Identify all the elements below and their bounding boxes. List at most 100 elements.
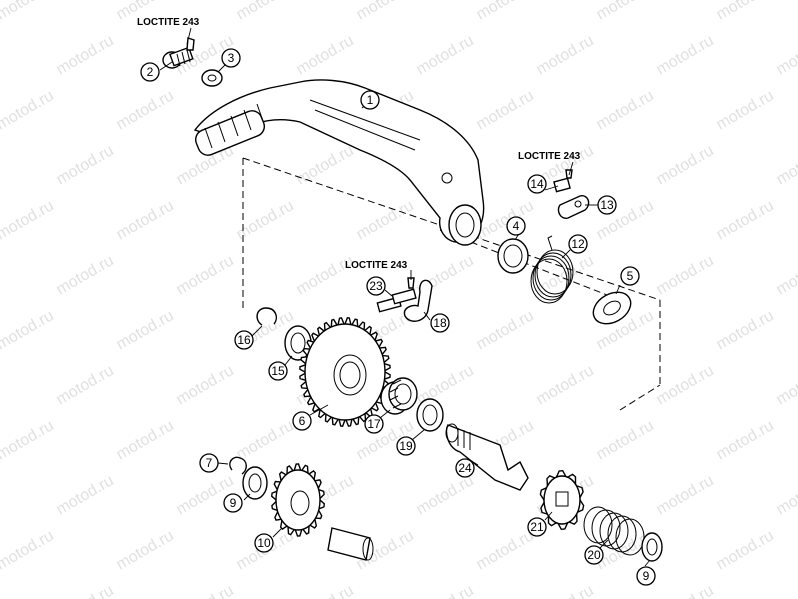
watermark-text: motod.ru: [474, 0, 537, 23]
callout-19: 19: [396, 436, 416, 456]
watermark-text: motod.ru: [774, 472, 798, 518]
washer-part-5: [592, 291, 632, 325]
watermark-text: motod.ru: [174, 252, 237, 298]
svg-text:20: 20: [587, 548, 601, 562]
loctite-label-2: LOCTITE 243: [518, 151, 581, 162]
watermark-text: motod.ru: [774, 582, 798, 599]
circlip-part-16: [256, 307, 278, 326]
watermark-text: motod.ru: [474, 527, 537, 573]
watermark-text: motod.ru: [354, 197, 417, 243]
watermark-text: motod.ru: [594, 87, 657, 133]
svg-text:19: 19: [399, 439, 413, 453]
watermark-text: motod.ru: [414, 32, 477, 78]
callout-17: 17: [364, 414, 384, 434]
watermark-text: motod.ru: [714, 87, 777, 133]
watermark-text: motod.ru: [414, 582, 477, 599]
watermark-text: motod.ru: [294, 582, 357, 599]
watermark-text: motod.ru: [0, 87, 57, 133]
watermark-text: motod.ru: [474, 307, 537, 353]
bolt-part-2: [162, 37, 195, 69]
svg-text:1: 1: [367, 93, 374, 107]
watermark-text: motod.ru: [234, 0, 297, 23]
washer-part-9-right: [641, 532, 663, 562]
watermark-text: motod.ru: [774, 142, 798, 188]
callout-20: 20: [584, 545, 604, 565]
callout-9-right: 9: [636, 566, 656, 586]
spring-part-20: [583, 506, 645, 556]
screws-part-23: [376, 277, 417, 313]
callout-14: 14: [527, 174, 547, 194]
svg-text:2: 2: [147, 65, 154, 79]
callout-3: 3: [221, 48, 241, 68]
watermark-text: motod.ru: [714, 0, 777, 23]
loctite-label-1: LOCTITE 243: [137, 17, 200, 28]
callout-9-left: 9: [223, 493, 243, 513]
kick-spring-part-12: [530, 235, 574, 304]
watermark-text: motod.ru: [54, 472, 117, 518]
watermark-text: motod.ru: [54, 362, 117, 408]
callout-10: 10: [254, 533, 274, 553]
washer-part-4: [497, 238, 529, 274]
svg-text:15: 15: [271, 364, 285, 378]
callout-13: 13: [597, 195, 617, 215]
callout-5: 5: [620, 266, 640, 286]
watermark-text: motod.ru: [0, 527, 57, 573]
ratchet-stop-part-18: [403, 279, 433, 322]
washer-part-9-left: [242, 466, 268, 500]
watermark-text: motod.ru: [174, 582, 237, 599]
watermark-text: motod.ru: [114, 417, 177, 463]
watermark-text: motod.ru: [114, 87, 177, 133]
ratchet-gear-part-21: [539, 469, 585, 531]
watermark-text: motod.ru: [654, 582, 717, 599]
svg-text:4: 4: [513, 219, 520, 233]
watermark-text: motod.ru: [474, 87, 537, 133]
watermark-text: motod.ru: [654, 252, 717, 298]
leader-lines: [159, 27, 651, 567]
callout-16: 16: [234, 330, 254, 350]
watermark-text: motod.ru: [54, 142, 117, 188]
svg-text:16: 16: [237, 333, 251, 347]
svg-text:12: 12: [571, 237, 585, 251]
kick-lever-part: [193, 79, 485, 246]
callout-6: 6: [292, 411, 312, 431]
svg-text:9: 9: [643, 569, 650, 583]
watermark-text: motod.ru: [54, 32, 117, 78]
kick-shaft-part-24: [445, 423, 529, 491]
watermark-text: motod.ru: [294, 142, 357, 188]
callout-1: 1: [360, 90, 380, 110]
watermark-text: motod.ru: [234, 417, 297, 463]
washer-part-3: [201, 69, 223, 87]
callout-15: 15: [268, 361, 288, 381]
svg-text:14: 14: [530, 177, 544, 191]
circlip-part-7: [229, 456, 247, 475]
watermark-text: motod.ru: [114, 527, 177, 573]
bracket-part-13: [557, 195, 590, 219]
svg-text:17: 17: [367, 417, 381, 431]
svg-text:21: 21: [530, 520, 544, 534]
watermark-text: motod.ru: [714, 307, 777, 353]
watermark-text: motod.ru: [294, 32, 357, 78]
watermark-text: motod.ru: [774, 252, 798, 298]
svg-text:18: 18: [433, 316, 447, 330]
svg-text:5: 5: [627, 269, 634, 283]
watermark-text: motod.ru: [0, 417, 57, 463]
watermark-text: motod.ru: [714, 527, 777, 573]
svg-text:10: 10: [257, 536, 271, 550]
needle-bearing-part-17: [380, 377, 418, 415]
watermark-text: motod.ru: [774, 362, 798, 408]
watermark-text: motod.ru: [0, 197, 57, 243]
washer-part-19: [416, 398, 444, 432]
callout-18: 18: [430, 313, 450, 333]
watermark-text: motod.ru: [174, 362, 237, 408]
watermark-text: motod.ru: [54, 582, 117, 599]
watermark-text: motod.ru: [54, 252, 117, 298]
svg-text:3: 3: [228, 51, 235, 65]
watermark-text: motod.ru: [654, 472, 717, 518]
watermark-text: motod.ru: [714, 417, 777, 463]
svg-text:7: 7: [206, 456, 213, 470]
idler-gear-part-10: [270, 463, 326, 537]
callout-2: 2: [140, 62, 160, 82]
kick-gear-part-6: [299, 317, 391, 427]
